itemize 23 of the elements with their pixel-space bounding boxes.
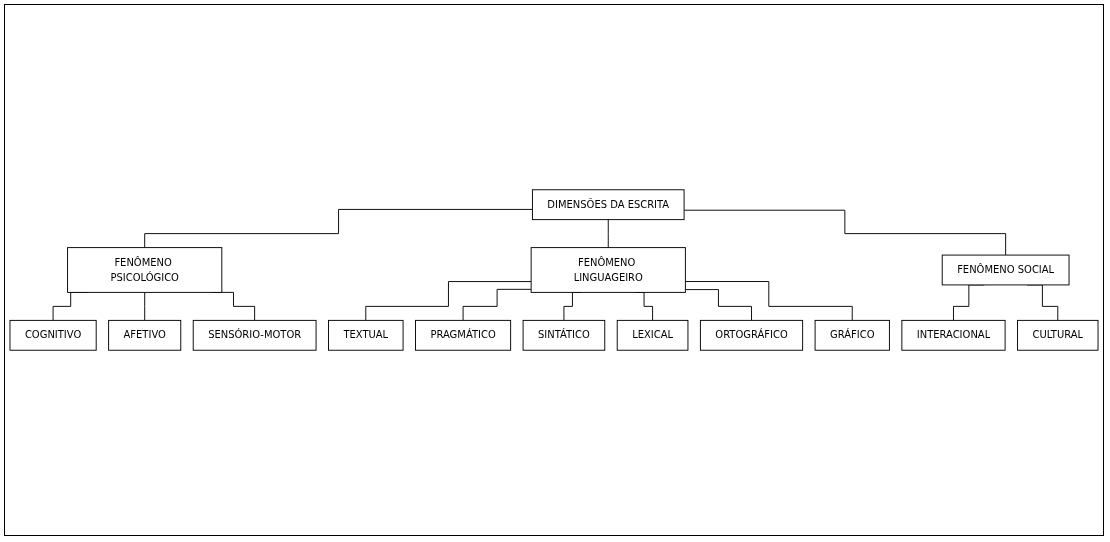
node-box: COGNITIVO xyxy=(9,319,97,351)
node-box: FENÔMENO SOCIAL xyxy=(941,254,1070,286)
node-box: AFETIVO xyxy=(108,319,182,351)
connector xyxy=(684,289,752,321)
connector xyxy=(684,281,853,321)
connector xyxy=(462,288,532,321)
node-box: GRÁFICO xyxy=(814,319,890,351)
node-box: INTERACIONAL xyxy=(901,319,1006,351)
connector xyxy=(607,219,609,249)
node-box: PRAGMÁTICO xyxy=(415,319,512,351)
node-box: SENSÓRIO-MOTOR xyxy=(192,319,317,351)
connector xyxy=(144,291,146,321)
connector xyxy=(365,281,532,321)
node-box: LEXICAL xyxy=(616,319,689,351)
node-box: CULTURAL xyxy=(1017,319,1099,351)
connector xyxy=(683,209,1007,256)
node-box: ORTOGRÁFICO xyxy=(699,319,804,351)
node-box: TEXTUAL xyxy=(328,319,404,351)
node-box: DIMENSÕES DA ESCRITA xyxy=(531,189,685,221)
node-box: FENÔMENO LINGUAGEIRO xyxy=(530,247,686,293)
connector xyxy=(144,208,533,249)
node-box: SINTÁTICO xyxy=(522,319,606,351)
node-box: FENÔMENO PSICOLÓGICO xyxy=(67,247,223,293)
